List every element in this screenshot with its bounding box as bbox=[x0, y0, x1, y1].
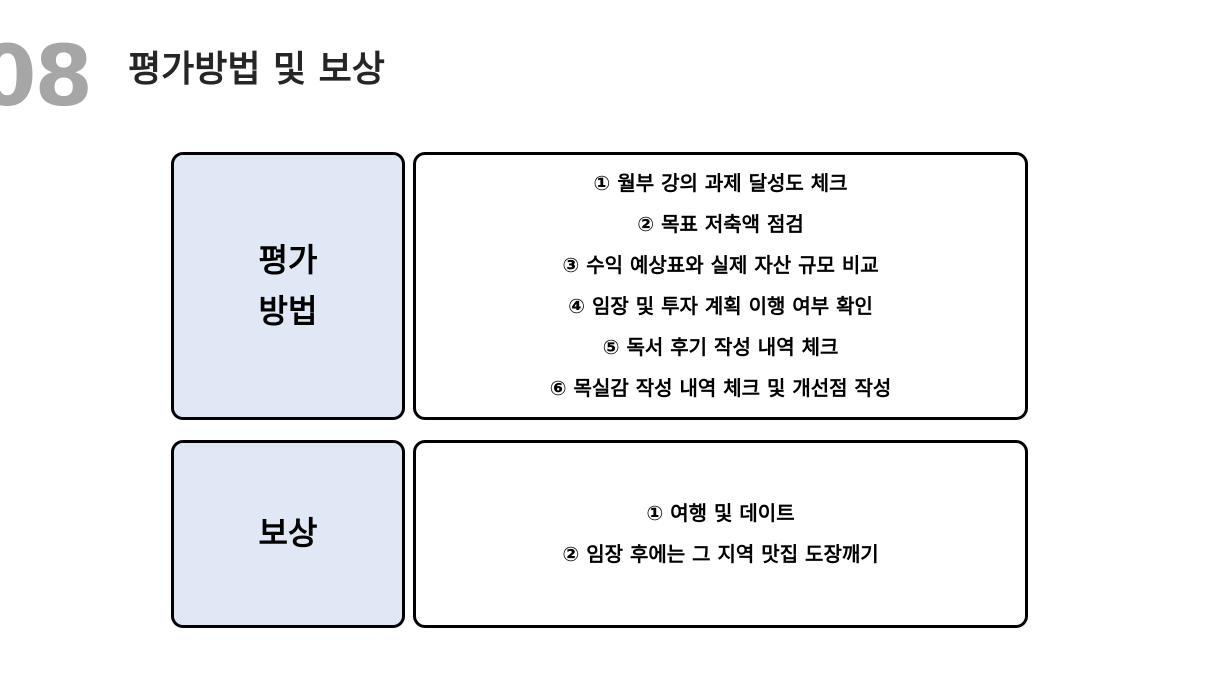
reward-label: 보상 bbox=[258, 514, 318, 553]
evaluation-item: ③ 수익 예상표와 실제 자산 규모 비교 bbox=[562, 253, 879, 277]
reward-item: ① 여행 및 데이트 bbox=[646, 501, 795, 525]
evaluation-label-line: 방법 bbox=[258, 292, 318, 330]
evaluation-item: ⑥ 목실감 작성 내역 체크 및 개선점 작성 bbox=[549, 376, 892, 400]
evaluation-label-box: 평가 방법 bbox=[171, 152, 405, 420]
evaluation-item: ④ 임장 및 투자 계획 이행 여부 확인 bbox=[568, 294, 873, 318]
reward-label-box: 보상 bbox=[171, 440, 405, 628]
evaluation-item: ② 목표 저축액 점검 bbox=[637, 212, 804, 236]
reward-content-box: ① 여행 및 데이트 ② 임장 후에는 그 지역 맛집 도장깨기 bbox=[413, 440, 1028, 628]
evaluation-label-line: 평가 bbox=[258, 240, 318, 279]
section-number: 08 bbox=[0, 27, 93, 125]
reward-item: ② 임장 후에는 그 지역 맛집 도장깨기 bbox=[562, 542, 879, 566]
evaluation-item: ⑤ 독서 후기 작성 내역 체크 bbox=[602, 335, 839, 359]
evaluation-item: ① 월부 강의 과제 달성도 체크 bbox=[593, 171, 848, 195]
page-title: 평가방법 및 보상 bbox=[128, 49, 385, 90]
evaluation-content-box: ① 월부 강의 과제 달성도 체크 ② 목표 저축액 점검 ③ 수익 예상표와 … bbox=[413, 152, 1028, 420]
